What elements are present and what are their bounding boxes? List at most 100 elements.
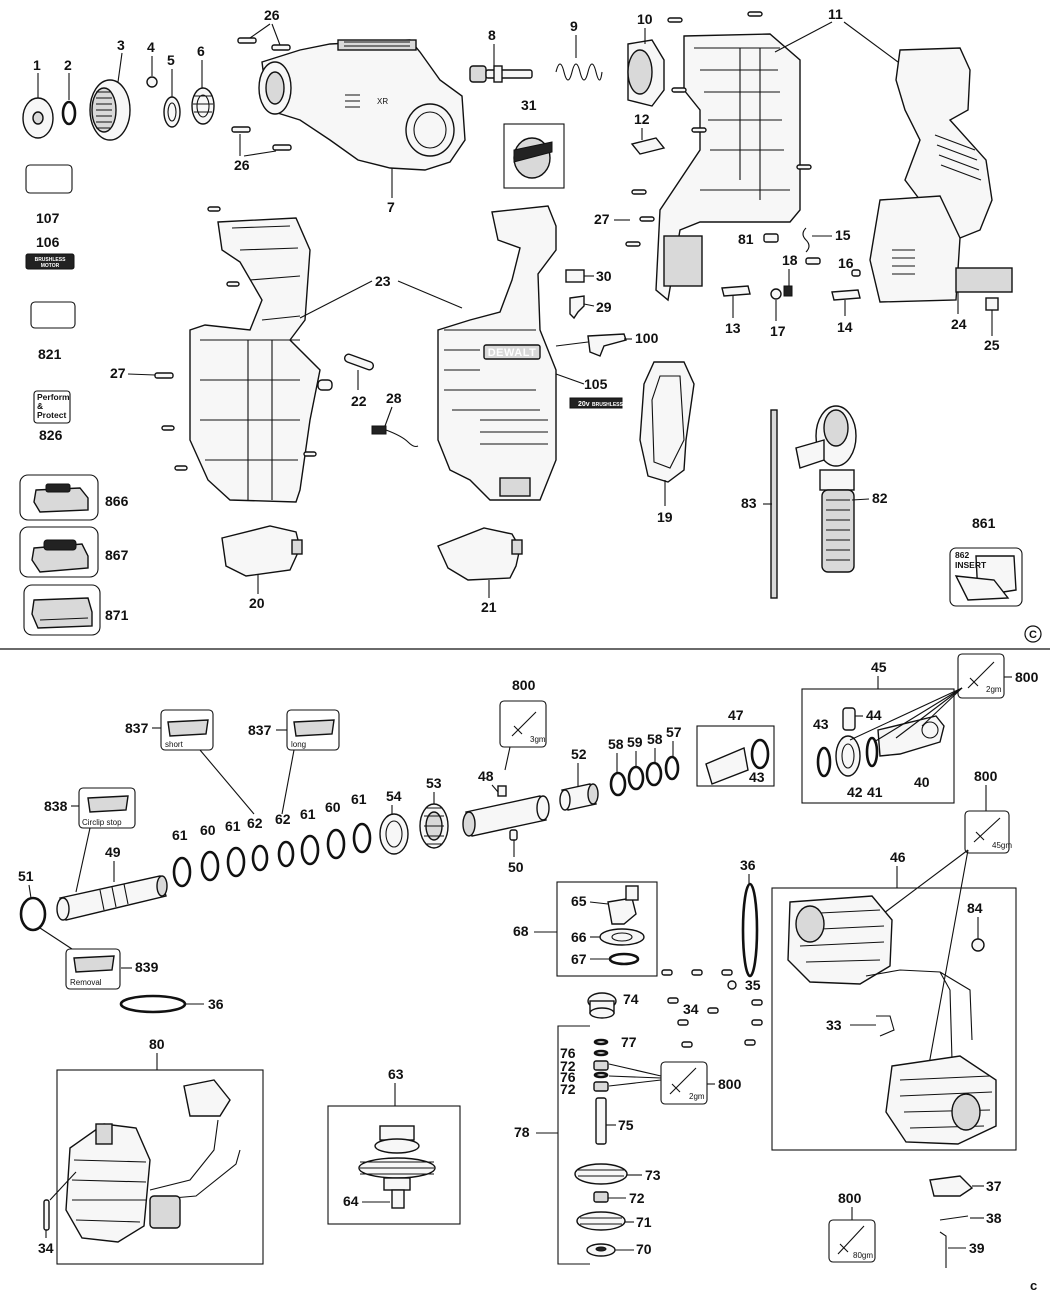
label-800-4: 800 — [718, 1076, 742, 1092]
label-17: 17 — [770, 323, 786, 339]
perform-line3: Protect — [37, 410, 66, 420]
part-1-nose-cap — [22, 97, 54, 139]
part-48-cylinder — [462, 785, 550, 837]
part-826-label — [33, 390, 71, 424]
label-19: 19 — [657, 509, 673, 525]
label-866: 866 — [105, 493, 129, 509]
part-39-pin — [939, 1231, 947, 1268]
label-7: 7 — [387, 199, 395, 215]
label-31: 31 — [521, 97, 537, 113]
label-64: 64 — [343, 1193, 359, 1209]
grease-80gm: 80gm — [853, 1251, 873, 1260]
part-54-bearing — [379, 813, 409, 855]
label-26-top: 26 — [264, 7, 280, 23]
label-44: 44 — [866, 707, 882, 723]
piston-ring-stack — [609, 755, 680, 797]
part-33-spring-wire — [876, 1015, 895, 1037]
part-15-spring — [802, 227, 810, 253]
label-49: 49 — [105, 844, 121, 860]
label-54: 54 — [386, 788, 402, 804]
label-800-5: 800 — [838, 1190, 862, 1206]
body-screws-left — [154, 206, 333, 471]
label-3: 3 — [117, 37, 125, 53]
label-107: 107 — [36, 210, 60, 226]
grease-2gm-middle: 2gm — [689, 1092, 705, 1101]
part-81-pin — [763, 233, 779, 243]
part-17-button — [770, 288, 782, 300]
label-71: 71 — [636, 1214, 652, 1230]
label-39: 39 — [969, 1240, 985, 1256]
label-78: 78 — [514, 1124, 530, 1140]
label-11: 11 — [828, 6, 843, 22]
tag-long: long — [291, 740, 306, 749]
part-821-label — [30, 301, 76, 329]
label-62-2: 62 — [275, 811, 291, 827]
label-37: 37 — [986, 1178, 1002, 1194]
label-2: 2 — [64, 57, 72, 73]
label-57: 57 — [666, 724, 682, 740]
label-14: 14 — [837, 319, 853, 335]
label-81: 81 — [738, 231, 754, 247]
label-15: 15 — [835, 227, 851, 243]
label-18: 18 — [782, 252, 798, 268]
label-800-1: 800 — [512, 677, 536, 693]
part-29-clip — [569, 295, 585, 320]
label-74: 74 — [623, 991, 639, 1007]
copyright-mark — [1024, 625, 1042, 643]
label-42: 42 — [847, 784, 863, 800]
part-47-assembly — [696, 725, 775, 787]
label-61-4: 61 — [351, 791, 367, 807]
perform-line2: & — [37, 401, 43, 411]
label-60-2: 60 — [325, 799, 341, 815]
insert-line1: 862 — [955, 550, 969, 560]
part-63-gear-assembly — [327, 1105, 461, 1225]
label-9: 9 — [570, 18, 578, 34]
label-29: 29 — [596, 299, 612, 315]
label-51: 51 — [18, 868, 34, 884]
label-871: 871 — [105, 607, 129, 623]
part-14-latch — [831, 289, 861, 301]
tag-removal: Removal — [70, 978, 102, 987]
label-838: 838 — [44, 798, 68, 814]
label-25: 25 — [984, 337, 1000, 353]
label-839: 839 — [135, 959, 159, 975]
grease-45gm: 45gm — [992, 841, 1012, 850]
label-58-1: 58 — [608, 736, 624, 752]
label-72-2: 72 — [560, 1081, 576, 1097]
label-80: 80 — [149, 1036, 165, 1052]
housing-screws — [625, 11, 812, 247]
perform-line1: Perform — [37, 392, 70, 402]
label-62-1: 62 — [247, 815, 263, 831]
label-28: 28 — [386, 390, 402, 406]
label-48: 48 — [478, 768, 494, 784]
label-800-2: 800 — [1015, 669, 1039, 685]
part-866-battery — [19, 474, 99, 521]
label-20: 20 — [249, 595, 265, 611]
part-11-right-housing — [869, 47, 993, 303]
label-106: 106 — [36, 234, 60, 250]
label-84: 84 — [967, 900, 983, 916]
part-100-badge — [587, 333, 627, 357]
part-106-brushless-badge — [25, 253, 75, 270]
part-23-left-body-half — [189, 217, 321, 503]
label-1: 1 — [33, 57, 41, 73]
part-24-plate — [955, 267, 1013, 293]
part-18-spring — [783, 285, 793, 297]
part-8-striker — [469, 65, 533, 83]
ring-stack-left — [172, 822, 372, 888]
label-38: 38 — [986, 1210, 1002, 1226]
bottom-section: 51 49 61 60 61 62 62 61 60 61 — [18, 653, 1039, 1293]
part-22-pin — [343, 353, 375, 371]
part-867-charger — [19, 526, 99, 578]
label-826: 826 — [39, 427, 63, 443]
label-47: 47 — [728, 707, 744, 723]
part-6-spring-ring — [191, 87, 215, 125]
label-41: 41 — [867, 784, 883, 800]
label-30: 30 — [596, 268, 612, 284]
part-12-clip — [630, 137, 666, 155]
label-73: 73 — [645, 1167, 661, 1183]
label-61-3: 61 — [300, 806, 316, 822]
label-100: 100 — [635, 330, 659, 346]
badge-106-line2: MOTOR — [41, 263, 60, 269]
